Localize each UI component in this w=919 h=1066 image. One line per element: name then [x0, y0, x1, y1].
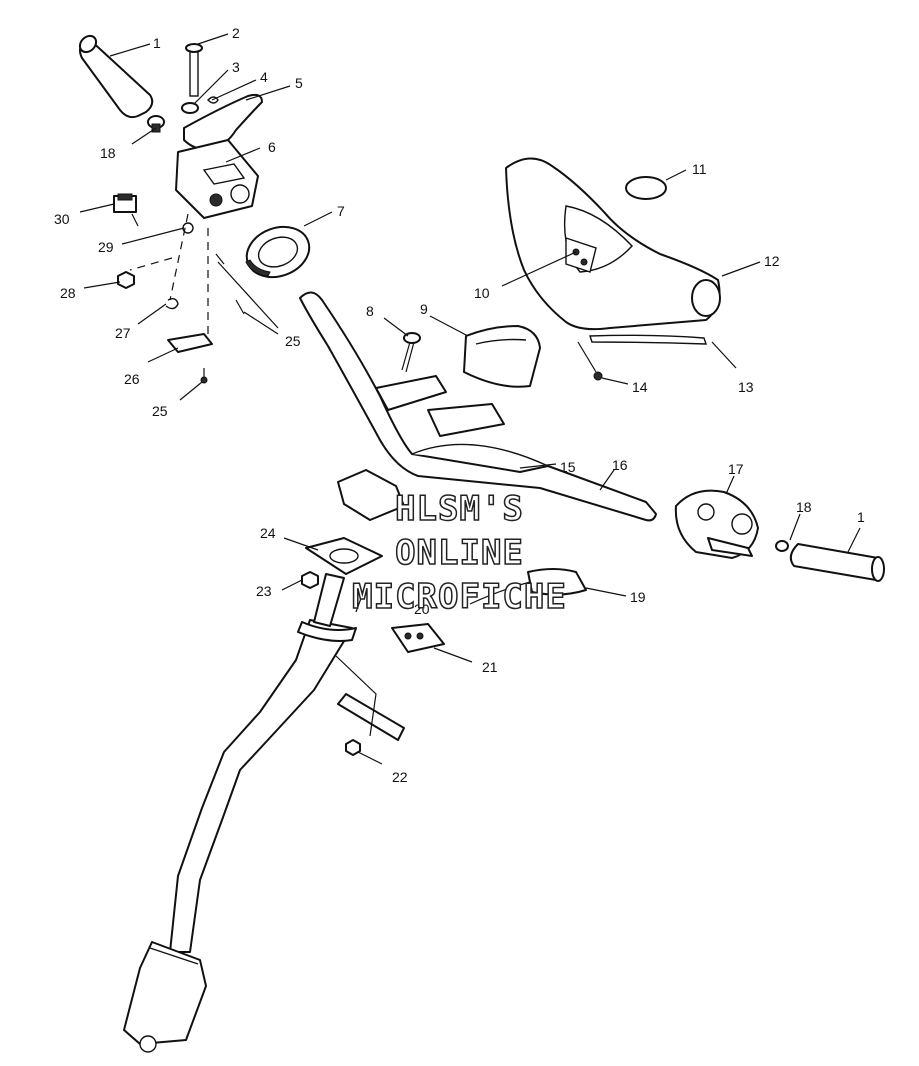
callout-14: 14	[632, 379, 648, 395]
callout-25b: 25	[152, 403, 168, 419]
callout-12: 12	[764, 253, 780, 269]
pivot-pin-part	[185, 43, 203, 97]
handlebar-part	[299, 291, 657, 522]
handlebar-pad-part	[505, 157, 721, 331]
oval-badge-part	[625, 176, 667, 200]
callout-25a: 25	[285, 333, 301, 349]
callout-19: 19	[630, 589, 646, 605]
callout-28: 28	[60, 285, 76, 301]
callout-11: 11	[692, 161, 707, 177]
screw-part	[200, 253, 245, 384]
callout-7: 7	[337, 203, 345, 219]
callout-24: 24	[260, 525, 276, 541]
callout-18b: 18	[796, 499, 812, 515]
callout-5: 5	[295, 75, 303, 91]
leader-lines	[79, 33, 861, 765]
callout-29: 29	[98, 239, 114, 255]
callout-26: 26	[124, 371, 140, 387]
strap-part	[589, 334, 707, 345]
small-screw-part	[593, 371, 603, 381]
callout-13: 13	[738, 379, 754, 395]
right-control-housing-part	[674, 489, 759, 559]
bracket-clamp-part	[463, 325, 541, 388]
callout-8: 8	[366, 303, 374, 319]
callout-27: 27	[115, 325, 131, 341]
right-end-plug-part	[775, 540, 789, 552]
callout-1b: 1	[857, 509, 865, 525]
switch-part	[113, 193, 139, 227]
e-clip-part	[165, 297, 179, 310]
callout-20: 20	[414, 601, 430, 617]
spacer-tube-part	[337, 693, 405, 741]
grommet-ring-part	[245, 225, 311, 279]
tube-nut-part	[345, 739, 361, 756]
throttle-housing-part	[175, 139, 259, 219]
callout-10: 10	[474, 285, 490, 301]
callout-6: 6	[268, 139, 276, 155]
callout-30: 30	[54, 211, 70, 227]
wire-bundle-part	[469, 568, 587, 605]
callout-21: 21	[482, 659, 498, 675]
callout-2: 2	[232, 25, 240, 41]
callout-17: 17	[728, 461, 744, 477]
washer-part	[181, 102, 199, 114]
nut-part	[117, 271, 135, 289]
callout-9: 9	[420, 301, 428, 317]
callout-23: 23	[256, 583, 272, 599]
pad-screw-plate-part	[565, 237, 597, 273]
mount-bolt-part	[355, 589, 365, 613]
left-end-plug-part	[147, 115, 165, 133]
steering-post-part	[123, 573, 357, 1053]
clamp-bolt-part	[401, 332, 421, 373]
callout-16: 16	[612, 457, 628, 473]
callout-labels: 1 2 3 4 5 6 7 8 9 10 11 12 13 14 15 16 1…	[54, 25, 865, 785]
callout-15: 15	[560, 459, 576, 475]
callout-3: 3	[232, 59, 240, 75]
callout-18a: 18	[100, 145, 116, 161]
callout-22: 22	[392, 769, 408, 785]
callout-1a: 1	[153, 35, 161, 51]
mount-nut-part	[301, 571, 319, 589]
riser-block-part	[337, 469, 405, 521]
callout-4: 4	[260, 69, 268, 85]
clamp-plate-part	[391, 623, 445, 653]
cover-plate-part	[167, 333, 213, 353]
right-grip-part	[789, 543, 885, 582]
left-grip-part	[78, 34, 154, 119]
